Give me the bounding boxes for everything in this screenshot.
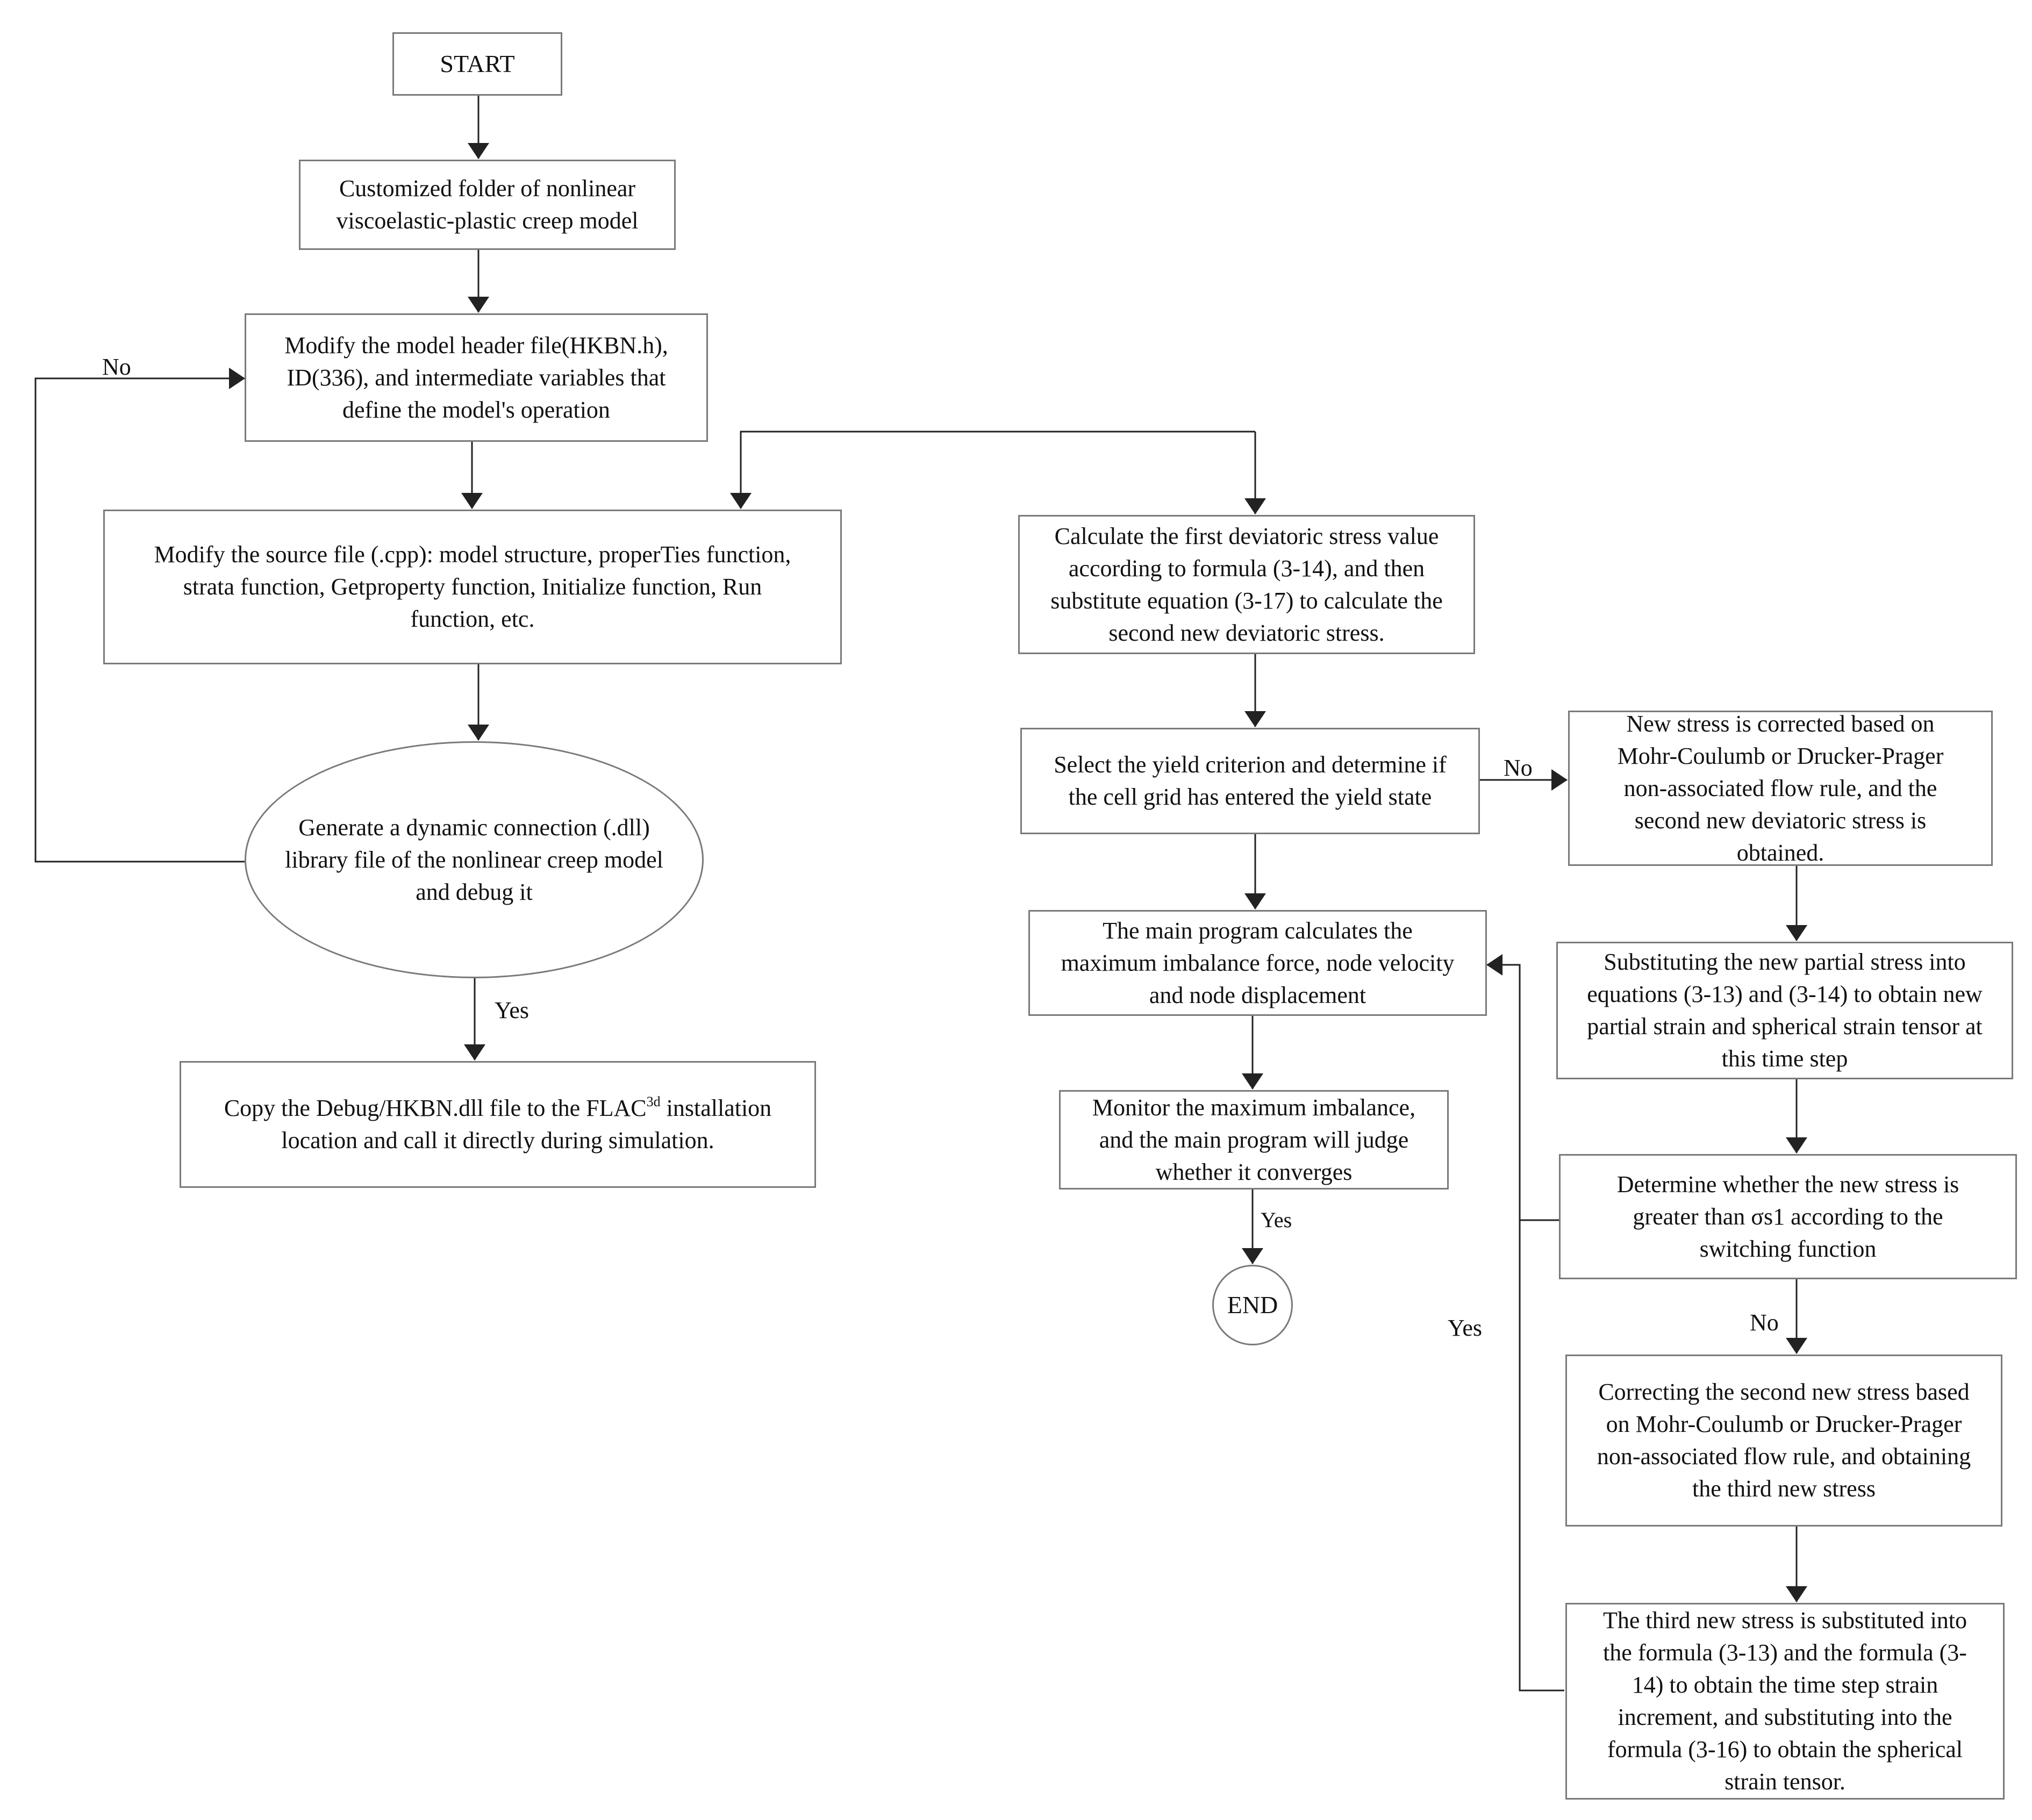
flac-superscript: 3d: [646, 1094, 661, 1109]
label-yes-converge: Yes: [1261, 1208, 1292, 1232]
edge-dll-header-loop: [34, 368, 245, 863]
label-no-switch: No: [1750, 1309, 1779, 1336]
source-node: Modify the source file (.cpp): model str…: [103, 510, 842, 664]
label-no-yield: No: [1504, 755, 1533, 781]
edge-feedback-main: [1486, 954, 1564, 1692]
deviatoric-node: Calculate the first deviatoric stress va…: [1018, 515, 1475, 654]
monitor-node: Monitor the maximum imbalance, and the m…: [1059, 1090, 1449, 1190]
main-program-node: The main program calculates the maximum …: [1028, 910, 1487, 1016]
end-node: END: [1212, 1265, 1293, 1345]
yield-node: Select the yield criterion and determine…: [1020, 728, 1480, 834]
edge-branch-source: [730, 431, 1255, 509]
corrected-node: New stress is corrected based on Mohr-Co…: [1568, 711, 1993, 866]
switching-node: Determine whether the new stress is grea…: [1559, 1154, 2017, 1279]
folder-node: Customized folder of nonlinear viscoelas…: [299, 160, 676, 250]
header-node: Modify the model header file(HKBN.h), ID…: [245, 313, 708, 442]
label-yes-switch: Yes: [1448, 1315, 1483, 1341]
copy-node: Copy the Debug/HKBN.dll file to the FLAC…: [180, 1061, 816, 1188]
label-no-loop: No: [102, 354, 131, 380]
dll-node: Generate a dynamic connection (.dll) lib…: [245, 741, 704, 978]
label-yes-dll: Yes: [495, 997, 530, 1023]
spherical-tensor-node: The third new stress is substituted into…: [1565, 1603, 2005, 1800]
third-stress-node: Correcting the second new stress based o…: [1565, 1355, 2002, 1527]
start-node: START: [392, 32, 562, 96]
copy-text: Copy the Debug/HKBN.dll file to the FLAC…: [224, 1094, 772, 1154]
partial-strain-node: Substituting the new partial stress into…: [1556, 942, 2013, 1079]
